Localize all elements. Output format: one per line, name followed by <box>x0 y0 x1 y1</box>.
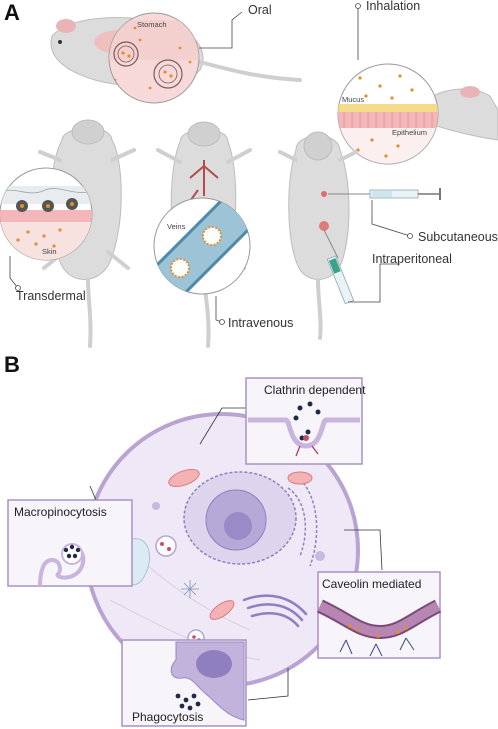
phagocytosis-box: Phagocytosis <box>121 639 247 727</box>
route-transdermal: Transdermal <box>16 289 86 303</box>
inhalation-leader-dot <box>355 3 361 9</box>
route-oral: Oral <box>248 3 272 17</box>
oral-leader <box>199 11 243 49</box>
macropinocytosis-box: Macropinocytosis <box>7 499 133 587</box>
veins-label: Veins <box>167 222 186 231</box>
route-intravenous: Intravenous <box>228 316 293 330</box>
phagocytosis-leader <box>247 668 289 701</box>
pathway-clathrin: Clathrin dependent <box>264 383 366 397</box>
pathway-macropinocytosis: Macropinocytosis <box>14 505 107 519</box>
intravenous-leader-dot <box>219 319 225 325</box>
transdermal-leader-dot <box>15 285 21 291</box>
route-subcutaneous: Subcutaneous <box>418 230 498 244</box>
skin-label: Skin <box>42 247 57 256</box>
subcutaneous-leader-dot <box>407 233 413 239</box>
pathway-phagocytosis: Phagocytosis <box>132 710 203 724</box>
stomach-inset: Stomach <box>108 12 200 104</box>
intraperitoneal-leader <box>348 263 400 303</box>
caveolin-leader <box>344 529 383 571</box>
panel-b-label: B <box>4 352 20 377</box>
intravenous-leader <box>215 296 223 323</box>
subcutaneous-leader <box>371 200 411 237</box>
skin-inset: Skin <box>0 167 93 261</box>
transdermal-leader <box>9 256 19 289</box>
stomach-label: Stomach <box>137 20 167 29</box>
route-intraperitoneal: Intraperitoneal <box>372 252 452 266</box>
syringe-subcutaneous <box>328 188 441 200</box>
pathway-caveolin: Caveolin mediated <box>322 577 421 591</box>
injection-mouse <box>278 131 358 340</box>
mucus-label: Mucus <box>342 95 364 104</box>
caveolin-box: Caveolin mediated <box>316 571 442 659</box>
route-inhalation: Inhalation <box>366 0 420 13</box>
clathrin-box: Clathrin dependent <box>245 377 366 465</box>
clathrin-leader <box>199 407 246 445</box>
epithelium-label: Epithelium <box>392 128 427 137</box>
vein-inset: Veins <box>153 197 251 295</box>
panel-a-label: A <box>4 0 20 25</box>
